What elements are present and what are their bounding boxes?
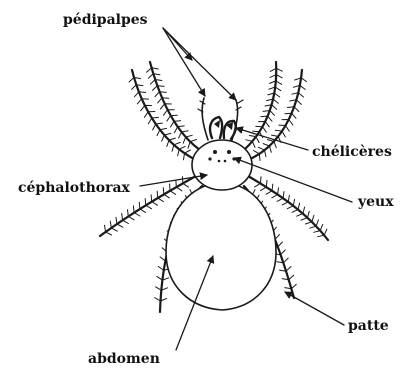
cephalothorax-shape	[192, 140, 252, 190]
chelicerae-drawing	[210, 117, 236, 139]
pedipalpes-arrow-middle	[163, 28, 205, 96]
abdomen-shape	[166, 183, 276, 310]
patte-arrow	[285, 292, 344, 325]
label-cheliceres: chélicères	[312, 144, 392, 160]
cephalothorax-arrow	[140, 175, 207, 186]
leg-left-2-bristles	[129, 70, 190, 160]
label-pedipalpes: pédipalpes	[63, 12, 148, 28]
leg-right-1-bristles	[246, 62, 283, 147]
label-abdomen: abdomen	[88, 351, 160, 367]
pedipalpes-arrow-right	[163, 28, 236, 100]
label-patte: patte	[348, 318, 389, 334]
label-cephalothorax: céphalothorax	[18, 180, 131, 196]
leg-right-1	[244, 62, 276, 150]
label-yeux: yeux	[357, 194, 394, 210]
